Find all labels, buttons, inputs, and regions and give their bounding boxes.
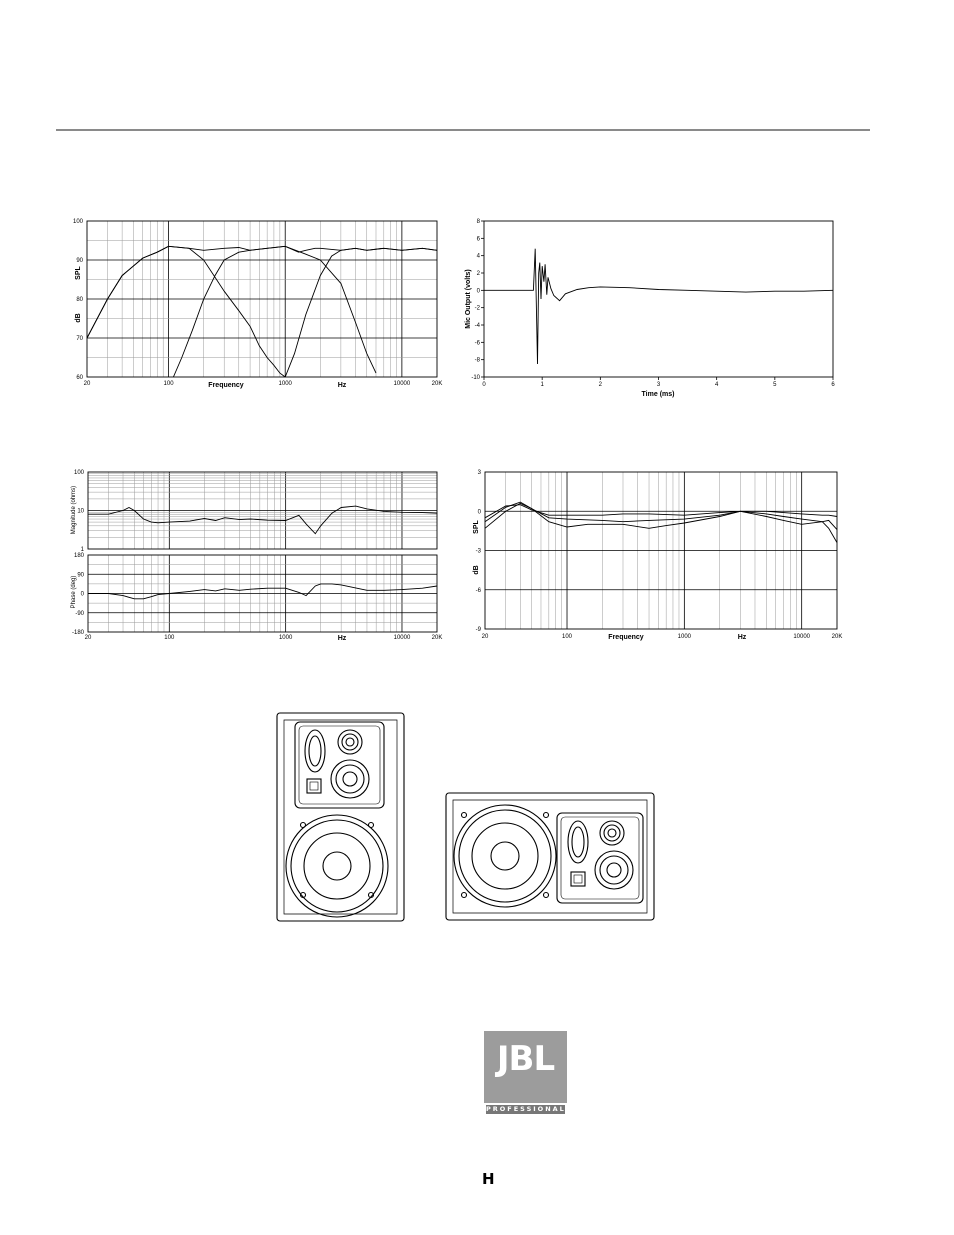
jbl-logo-mark: JBL (484, 1039, 567, 1079)
logo-subtitle: PROFESSIONAL (486, 1105, 565, 1114)
jbl-professional-logo: JBL PROFESSIONAL (484, 1031, 567, 1115)
footer-mark: H (482, 1170, 495, 1188)
horizontal-speaker-drawing (446, 793, 654, 920)
vertical-speaker-drawing (277, 713, 404, 921)
